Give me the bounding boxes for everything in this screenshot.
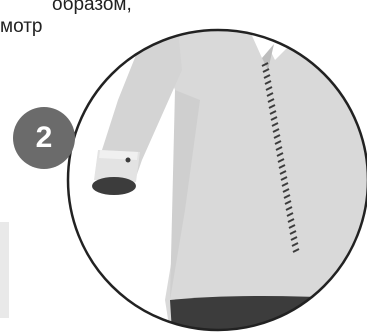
step-number-badge: 2: [13, 107, 75, 169]
cuff-opening: [92, 177, 136, 195]
shirt-hem: [170, 296, 367, 332]
cuff-button: [126, 158, 131, 163]
step-number: 2: [36, 121, 53, 154]
